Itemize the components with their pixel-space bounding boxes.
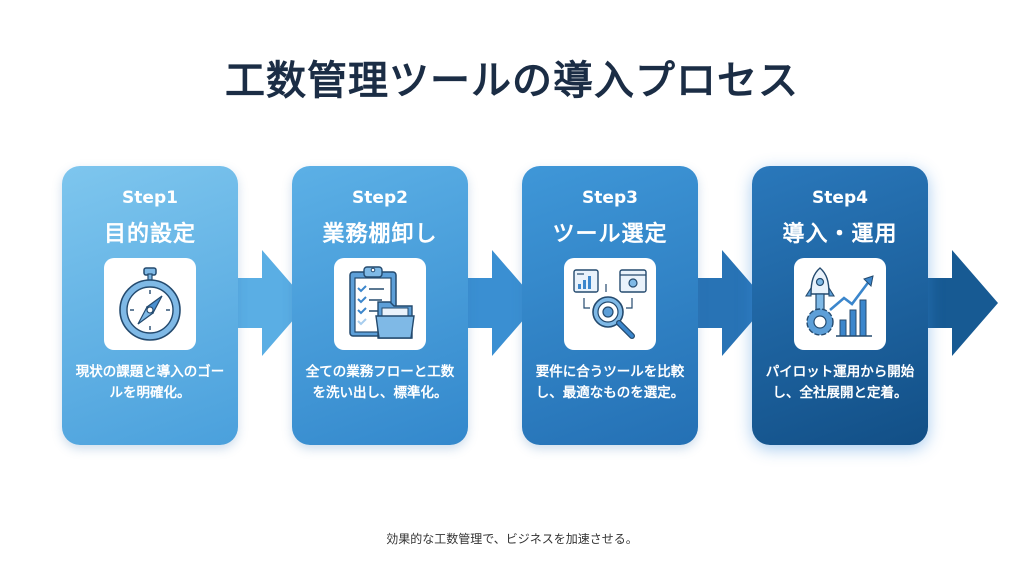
step-card-3: Step3 ツール選定 要件に合うツールを比較し、最適なものを選定。: [522, 166, 698, 445]
step-label: Step3: [582, 188, 638, 208]
step-name: 導入・運用: [782, 222, 898, 247]
step-description: 要件に合うツールを比較し、最適なものを選定。: [535, 364, 685, 401]
step-card-4: Step4 導入・運用 パイロット運用から開始し、全社展開と定着。: [752, 166, 928, 445]
step-description: 現状の課題と導入のゴールを明確化。: [75, 364, 225, 401]
arrow-3-icon: [688, 250, 768, 356]
clipboard-folder-icon: [334, 258, 426, 350]
rocket-growth-chart-icon: [794, 258, 886, 350]
arrow-1-icon: [228, 250, 308, 356]
magnifier-gear-compare-icon: [564, 258, 656, 350]
step-label: Step1: [122, 188, 178, 208]
arrow-2-icon: [458, 250, 538, 356]
step-name: 目的設定: [103, 222, 196, 247]
step-label: Step4: [812, 188, 868, 208]
step-label: Step2: [352, 188, 408, 208]
page-title: 工数管理ツールの導入プロセス: [225, 58, 799, 104]
arrow-4-icon: [918, 250, 998, 356]
step-name: ツール選定: [552, 222, 668, 247]
step-name: 業務棚卸し: [322, 222, 438, 247]
stopwatch-compass-icon: [104, 258, 196, 350]
step-card-2: Step2 業務棚卸し 全ての業務フローと工数を洗い出し、標準化。: [292, 166, 468, 445]
step-description: パイロット運用から開始し、全社展開と定着。: [765, 364, 915, 401]
footer-tagline: 効果的な工数管理で、ビジネスを加速させる。: [386, 532, 638, 546]
step-description: 全ての業務フローと工数を洗い出し、標準化。: [305, 364, 455, 401]
step-card-1: Step1 目的設定 現状の課題と導入のゴールを明確化。: [62, 166, 238, 445]
